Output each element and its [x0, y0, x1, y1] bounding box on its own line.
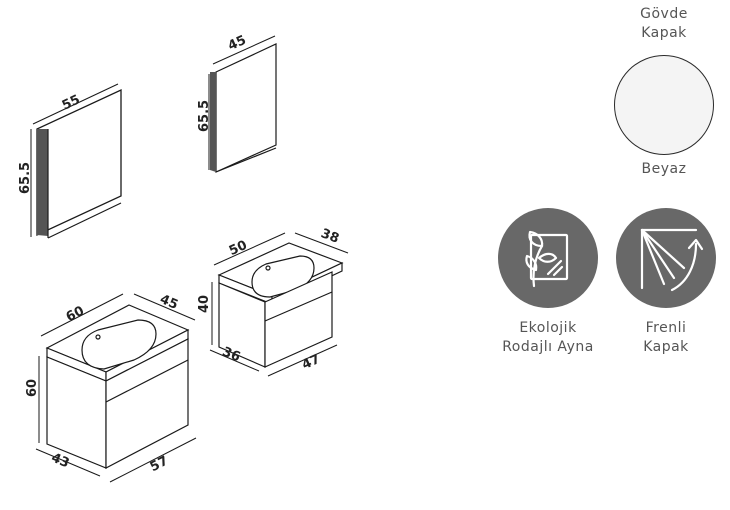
cabinet-small-width: 50 [227, 238, 250, 259]
cabinet-large-dimension-lines [35, 293, 197, 483]
cabinet-small-base-width: 47 [300, 352, 323, 373]
cabinet-large [45, 304, 190, 469]
soft-close-door-icon [640, 228, 704, 292]
cabinet-small-depth: 38 [319, 226, 341, 246]
eco-mirror-label-line2: Rodajlı Ayna [502, 339, 594, 355]
soft-close-door-label: Frenli Kapak [606, 319, 726, 357]
mirror-large-dimension-lines [30, 83, 119, 237]
mirror-large [36, 88, 122, 239]
mirror-large-height: 65.5 [18, 162, 33, 194]
eco-mirror-label-line1: Ekolojik [519, 320, 577, 336]
mirror-small-depth: 45 [226, 33, 249, 54]
cabinet-large-height: 60 [25, 379, 40, 397]
cabinet-small-height: 40 [197, 295, 212, 313]
cabinet-large-depth: 45 [158, 292, 181, 313]
mirror-small [210, 43, 277, 173]
soft-close-door-badge [616, 208, 716, 308]
soft-close-door-label-line1: Frenli [645, 320, 687, 336]
white-color-swatch[interactable] [614, 55, 714, 155]
cabinet-large-width: 60 [64, 304, 87, 326]
cabinet-small-base-depth: 36 [220, 345, 242, 366]
color-header-line2: Kapak [641, 25, 687, 41]
mirror-large-width: 55 [60, 92, 83, 113]
eco-mirror-icon [525, 230, 569, 288]
color-name: Beyaz [641, 161, 687, 177]
eco-mirror-badge [498, 208, 598, 308]
mirror-small-height: 65.5 [197, 100, 212, 132]
color-header-line1: Gövde [640, 6, 688, 22]
cabinet-small-dimension-lines [209, 232, 349, 377]
soft-close-door-label-line2: Kapak [643, 339, 689, 355]
mirror-small-dimension-lines [208, 35, 276, 170]
cabinet-small [217, 242, 344, 368]
cabinet-large-base-depth: 43 [49, 451, 72, 472]
cabinet-large-base-width: 57 [148, 454, 171, 476]
eco-mirror-label: Ekolojik Rodajlı Ayna [488, 319, 608, 357]
color-header: Gövde Kapak [604, 5, 724, 43]
